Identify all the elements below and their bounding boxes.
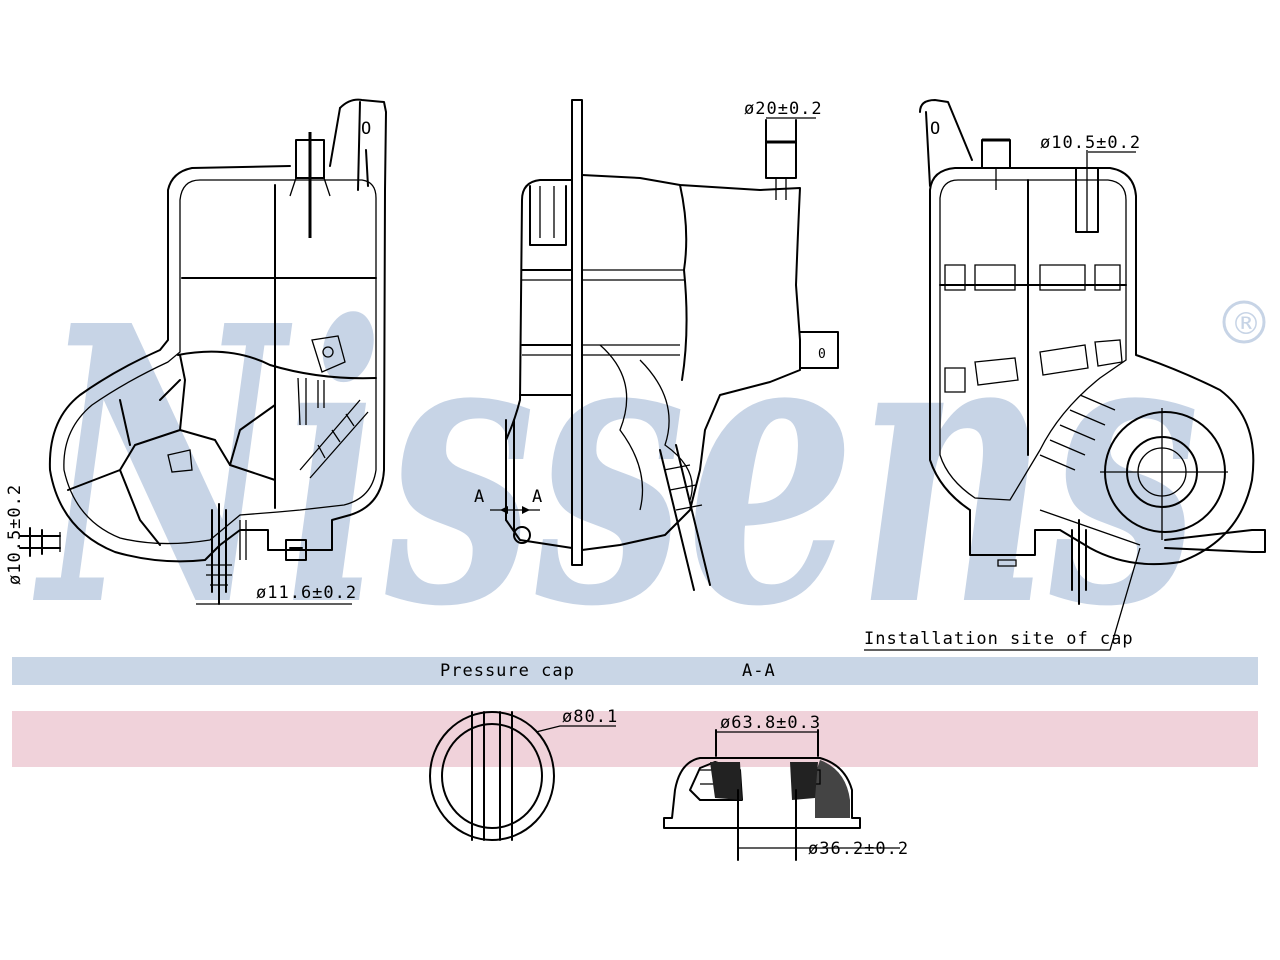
- left-pipe-dia-label: ø10.5±0.2: [5, 484, 25, 585]
- pink-band: [12, 711, 1258, 767]
- tank-right-view: O ø10.5±0.2 Installation site of cap: [864, 99, 1266, 651]
- section-letter-left: A: [474, 487, 485, 507]
- registered-mark: ®: [1231, 307, 1261, 342]
- side-tab-mark: 0: [818, 347, 826, 362]
- pressure-cap-drawing: ø80.1: [429, 707, 618, 841]
- install-site-label: Installation site of cap: [864, 629, 1134, 649]
- section-aa-label: A-A: [742, 661, 776, 681]
- watermark: Nissens ®: [32, 243, 1266, 690]
- watermark-text: Nissens: [32, 243, 1200, 690]
- mark-o-left: O: [361, 119, 372, 139]
- pressure-cap-label: Pressure cap: [440, 661, 575, 681]
- cap-section-drawing: ø63.8±0.3 ø36.2±0.2: [663, 713, 909, 861]
- cap-dia-label: ø80.1: [562, 707, 618, 727]
- seal-outer-dia-label: ø63.8±0.3: [720, 713, 821, 733]
- tank-side-view: ø20±0.2 0 A A: [474, 99, 839, 591]
- registered-mark-circle: [1222, 300, 1266, 344]
- section-letter-right: A: [532, 487, 543, 507]
- seal-inner-dia-label: ø36.2±0.2: [808, 839, 909, 859]
- blue-band: [12, 657, 1258, 685]
- tank-left-view: O ø11.6±0.2 ø10.5±0.2: [5, 98, 387, 605]
- top-pipe-dia-label: ø20±0.2: [744, 99, 823, 119]
- right-pipe-dia-label: ø10.5±0.2: [1040, 133, 1141, 153]
- bottom-pipe-dia-label: ø11.6±0.2: [256, 583, 357, 603]
- mark-o-right: O: [930, 119, 941, 139]
